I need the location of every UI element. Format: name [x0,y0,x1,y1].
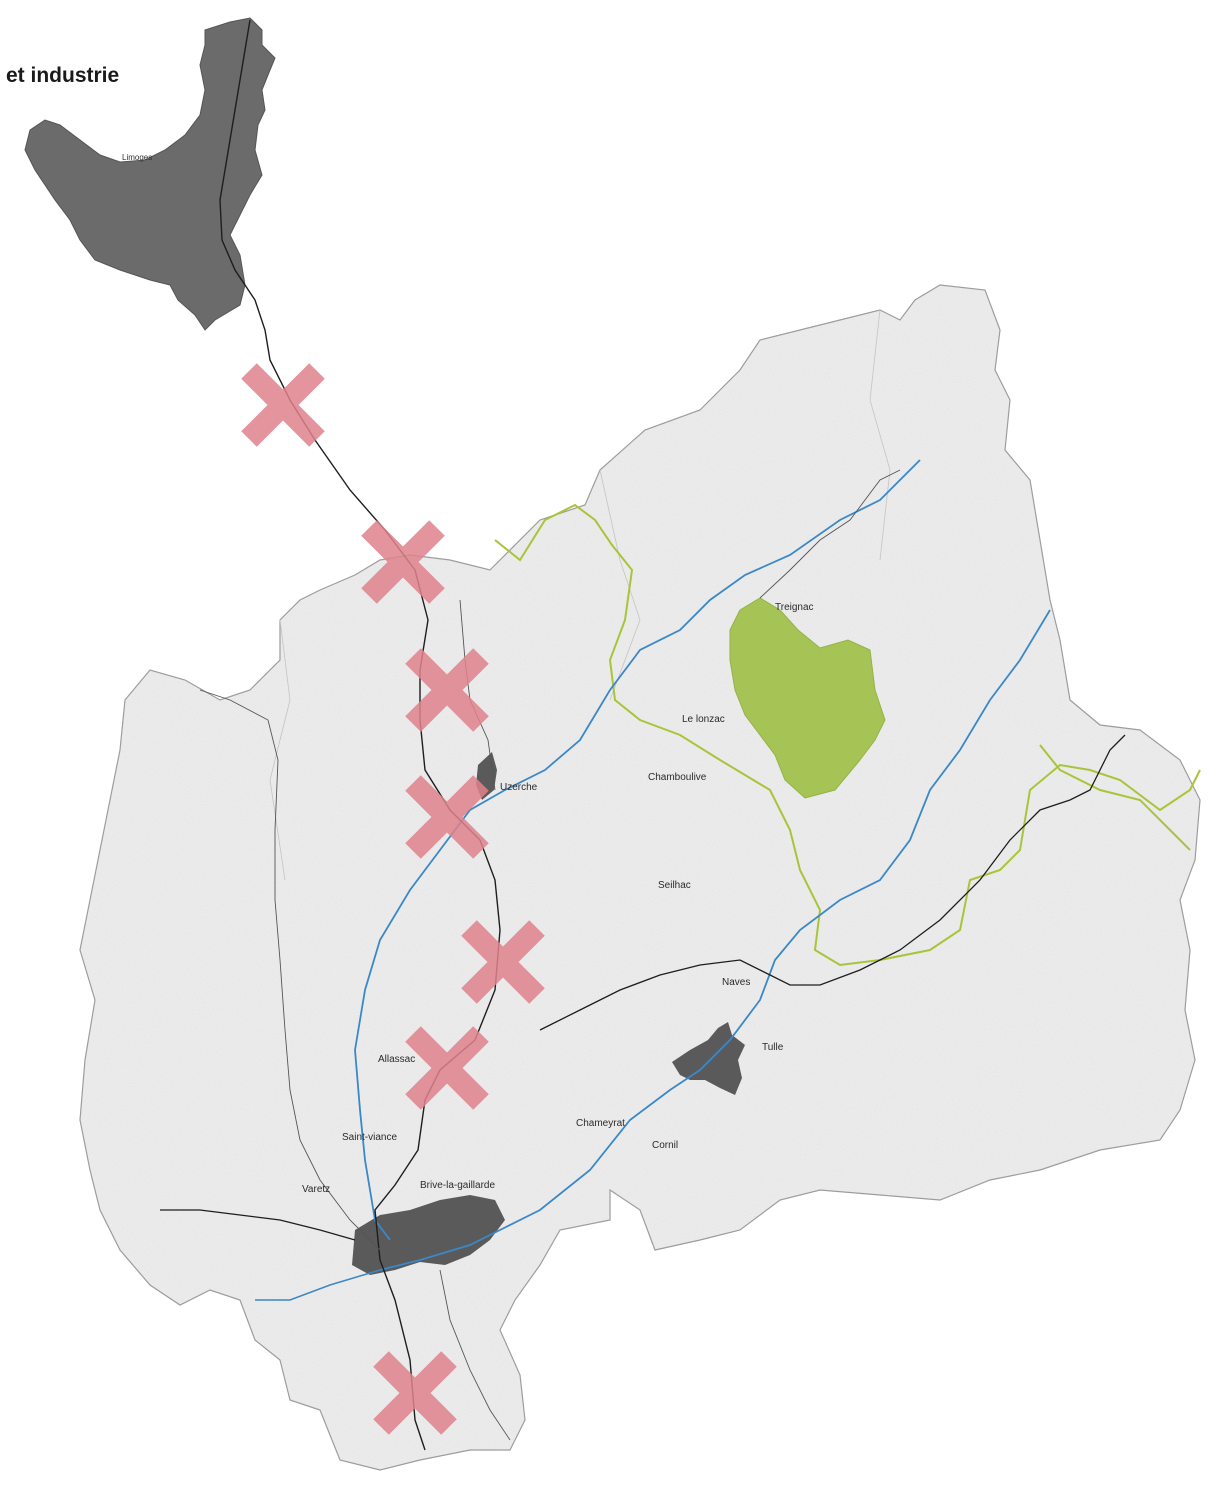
label-tulle: Tulle [762,1042,784,1053]
boundary-line-east [1039,744,1191,851]
label-cornil: Cornil [652,1140,678,1151]
road-tulle [539,734,1126,1031]
road-treignac [759,469,901,599]
cross-stroke [405,1026,489,1110]
cross-stroke [405,775,489,859]
cross-icon [461,920,545,1004]
label-treignac: Treignac [775,602,814,613]
label-chamboulive: Chamboulive [648,772,707,783]
river-correze [379,609,1051,1271]
label-seilhac: Seilhac [658,880,691,891]
limoges-shape [24,17,276,331]
cross-icon [405,775,489,859]
cross-stroke [361,520,445,604]
label-uzerche: Uzerche [500,782,538,793]
label-allassac: Allassac [378,1054,415,1065]
territory-region [79,284,1201,1471]
cross-icon [361,520,445,604]
label-brive: Brive-la-gaillarde [420,1180,495,1191]
internal-contour [269,619,291,881]
forest-area [729,597,886,799]
page-title: et industrie [6,64,120,87]
green-boundaries [494,503,1201,967]
road-southwest [160,1209,356,1241]
cross-stroke [373,1351,457,1435]
cross-icon [373,1351,457,1435]
boundary-line-west [494,503,1201,967]
label-limoges: Limoges [122,153,152,162]
label-le-lonzac: Le lonzac [682,714,725,725]
label-naves: Naves [722,977,750,988]
river-vezere [354,459,921,1241]
cross-icon [405,1026,489,1110]
rivers [255,459,1051,1301]
main-railway [219,19,501,1451]
internal-contour [869,309,891,561]
cross-stroke [461,920,545,1004]
cross-stroke [405,648,489,732]
cross-icon [241,363,325,447]
road-west [199,689,381,1251]
road-south [439,1269,511,1441]
label-saint-viance: Saint-viance [342,1132,397,1143]
cross-icon [405,648,489,732]
territory-texture [80,285,1200,1470]
label-varetz: Varetz [302,1184,330,1195]
place-labels: Limoges Treignac Le lonzac Chamboulive U… [122,153,814,1195]
label-chameyrat: Chameyrat [576,1118,625,1129]
cross-markers [241,363,545,1435]
river-southwest [255,1269,381,1301]
cross-stroke [241,363,325,447]
brive-urban-area [352,1195,505,1275]
limoges-region [24,17,276,331]
